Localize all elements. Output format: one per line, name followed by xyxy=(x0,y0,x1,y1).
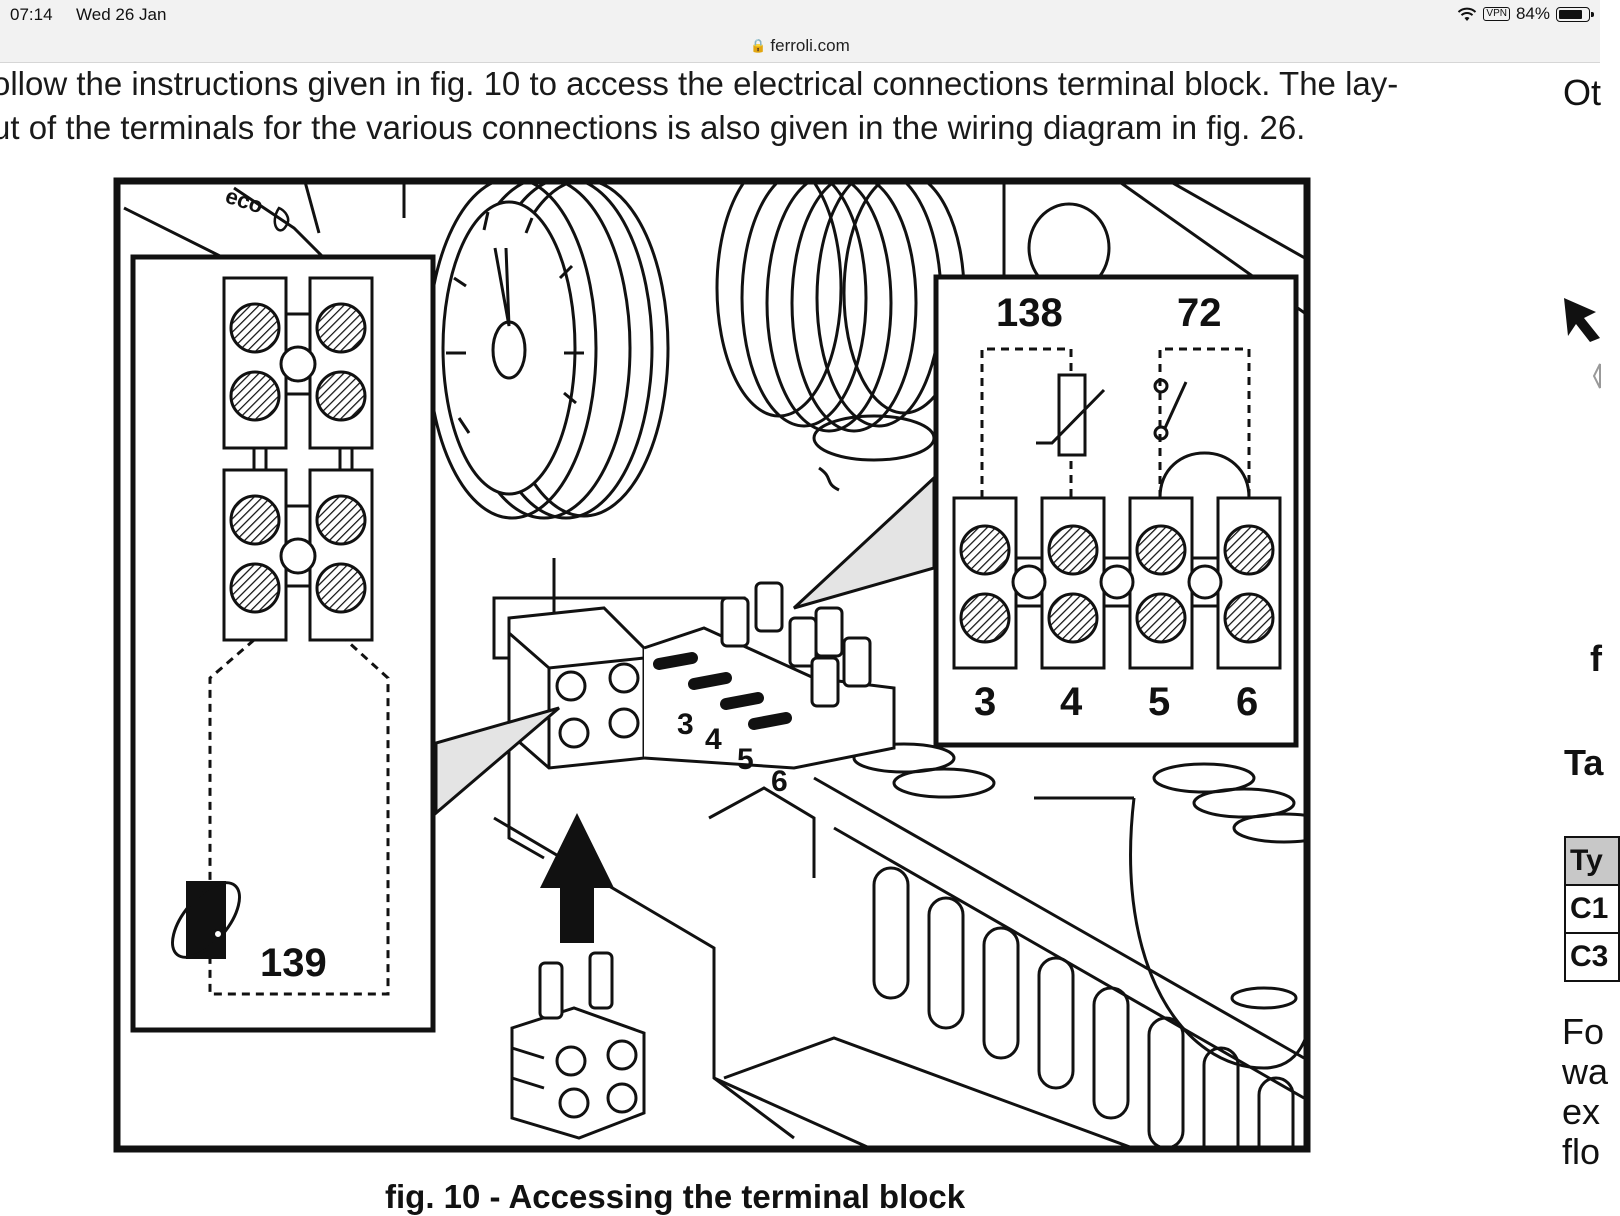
boiler-background xyxy=(123,182,1306,1148)
side-text-line: wa xyxy=(1562,1051,1609,1092)
connector-plug xyxy=(510,951,646,1140)
right-panel-label-138: 138 xyxy=(996,291,1063,335)
side-table: Ty C1 C3 xyxy=(1564,836,1620,982)
vpn-badge: VPN xyxy=(1483,7,1510,21)
status-bar: 07:14 Wed 26 Jan VPN 84% xyxy=(0,0,1600,30)
date: Wed 26 Jan xyxy=(76,5,167,24)
side-text-line: ex xyxy=(1562,1091,1601,1132)
up-arrow-icon xyxy=(540,813,614,943)
right-column-fragment: Ot f Ta Ty C1 C3 Fo wa ex flo xyxy=(1560,62,1620,1200)
room-sensor-icon xyxy=(171,881,241,959)
clock: 07:14 xyxy=(10,5,53,24)
left-panel-label: 139 xyxy=(260,941,327,985)
right-terminal-6: 6 xyxy=(1236,680,1258,724)
wifi-icon xyxy=(1458,7,1477,21)
arrow-icon xyxy=(1564,298,1601,389)
side-fig-fragment: f xyxy=(1590,638,1602,679)
block-terminal-numbers: 3 4 5 6 xyxy=(677,708,788,798)
switch-symbol xyxy=(1153,378,1251,499)
table-cell: C3 xyxy=(1564,932,1620,982)
page-content: ollow the instructions given in fig. 10 … xyxy=(0,62,1620,1215)
block-terminal-6: 6 xyxy=(771,765,788,798)
side-table-title-fragment: Ta xyxy=(1564,742,1604,783)
right-panel-label-72: 72 xyxy=(1177,291,1222,335)
battery-percent: 84% xyxy=(1515,4,1550,23)
left-callout-pointer xyxy=(434,706,560,817)
right-terminal-3: 3 xyxy=(974,680,996,724)
table-row: C1 xyxy=(1564,884,1620,934)
block-terminal-5: 5 xyxy=(737,743,754,776)
left-dashed-outline xyxy=(208,638,390,996)
table-row: C3 xyxy=(1564,932,1620,982)
side-text-fragment: Fo wa ex flo xyxy=(1562,1012,1608,1172)
side-heading-fragment: Ot xyxy=(1563,72,1602,113)
intro-line-2: ut of the terminals for the various conn… xyxy=(0,109,1306,146)
right-terminal-5: 5 xyxy=(1148,680,1170,724)
table-row: Ty xyxy=(1564,836,1620,886)
thermistor-symbol xyxy=(1036,373,1106,457)
side-text-line: Fo xyxy=(1562,1011,1605,1052)
intro-line-1: ollow the instructions given in fig. 10 … xyxy=(0,65,1399,102)
url-bar[interactable]: 🔒 ferroli.com xyxy=(0,30,1600,63)
figure-frame xyxy=(113,177,1311,1153)
right-inset-panel: 138 72 xyxy=(933,274,1299,748)
right-terminal-4: 4 xyxy=(1060,680,1083,724)
battery-icon xyxy=(1556,6,1594,22)
figure-caption: fig. 10 - Accessing the terminal block xyxy=(385,1178,966,1215)
terminal-block-figure: eco 3 xyxy=(113,177,1340,1178)
central-terminal-block xyxy=(507,581,896,770)
block-terminal-4: 4 xyxy=(705,723,722,756)
right-terminal-strip xyxy=(952,496,1282,670)
url-domain[interactable]: ferroli.com xyxy=(770,36,850,55)
status-indicators: VPN 84% xyxy=(1457,4,1594,24)
block-terminal-3: 3 xyxy=(677,708,694,741)
flame-icon xyxy=(273,206,290,232)
left-terminal-strip xyxy=(222,276,374,642)
side-text-line: flo xyxy=(1562,1131,1601,1172)
intro-paragraph: ollow the instructions given in fig. 10 … xyxy=(0,62,1492,150)
left-inset-panel: 139 xyxy=(130,254,436,1033)
table-cell: C1 xyxy=(1564,884,1620,934)
lock-icon: 🔒 xyxy=(750,38,767,53)
right-terminal-numbers: 3 4 5 6 xyxy=(974,680,1258,724)
table-cell: Ty xyxy=(1564,836,1620,886)
